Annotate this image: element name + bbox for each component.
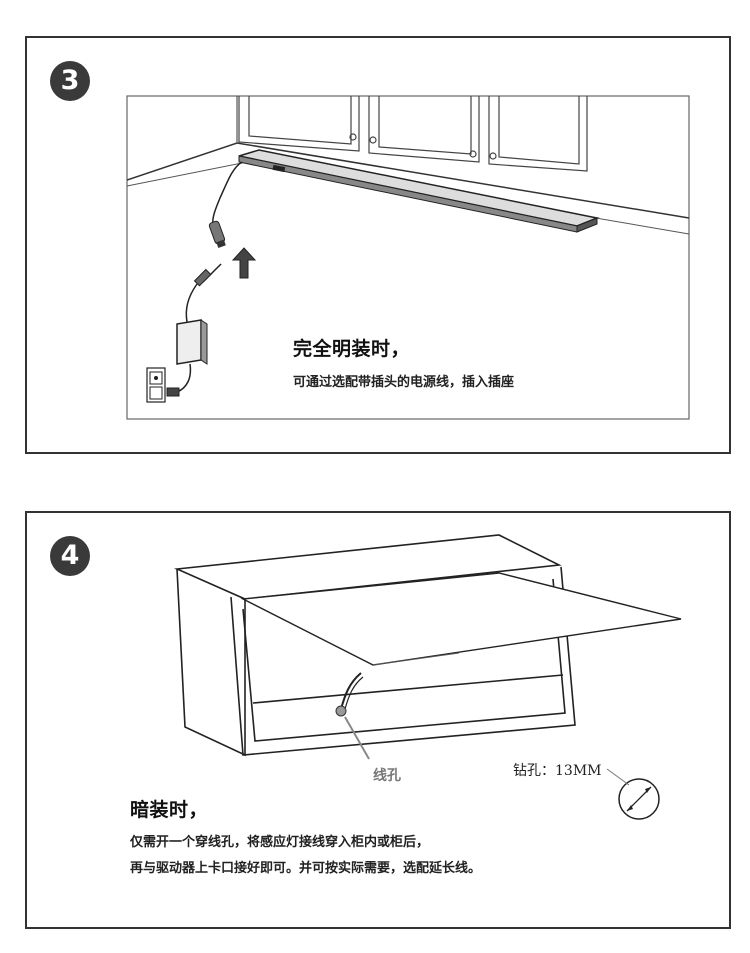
step-3-panel: 3 [25, 36, 731, 454]
hole-pointer [344, 716, 370, 760]
adapter-cable [185, 283, 198, 323]
step-4-panel: 4 [25, 511, 731, 929]
hole-label: 线孔 [373, 768, 401, 784]
light-bar-cable [212, 161, 243, 225]
step-4-line-1: 仅需开一个穿线孔，将感应灯接线穿入柜内或柜后， [130, 835, 430, 850]
surface-mount-illustration [126, 95, 690, 420]
concealed-mount-illustration [173, 534, 682, 820]
step-4-badge: 4 [50, 536, 90, 576]
female-connector [208, 220, 226, 248]
male-connector [193, 263, 222, 287]
cable-through-hole [335, 672, 364, 717]
step-3-title: 完全明装时， [293, 338, 411, 360]
cabinet-outline [173, 534, 576, 757]
step-4-title: 暗装时， [130, 799, 209, 821]
drill-hole-icon [606, 768, 660, 820]
step-3-badge: 3 [50, 61, 90, 101]
open-door [240, 572, 682, 666]
drill-size-label: 钻孔：13MM [513, 763, 602, 779]
illustration-frame [126, 95, 690, 420]
step-3-description: 可通过选配带插头的电源线，插入插座 [293, 375, 515, 390]
light-bar [238, 149, 600, 233]
wall-socket [146, 367, 180, 403]
step-4-line-2: 再与驱动器上卡口接好即可。并可按实际需要，选配延长线。 [130, 861, 482, 876]
cabinet-doors [238, 96, 588, 172]
power-adapter [176, 319, 208, 365]
up-arrow-icon [231, 247, 257, 279]
